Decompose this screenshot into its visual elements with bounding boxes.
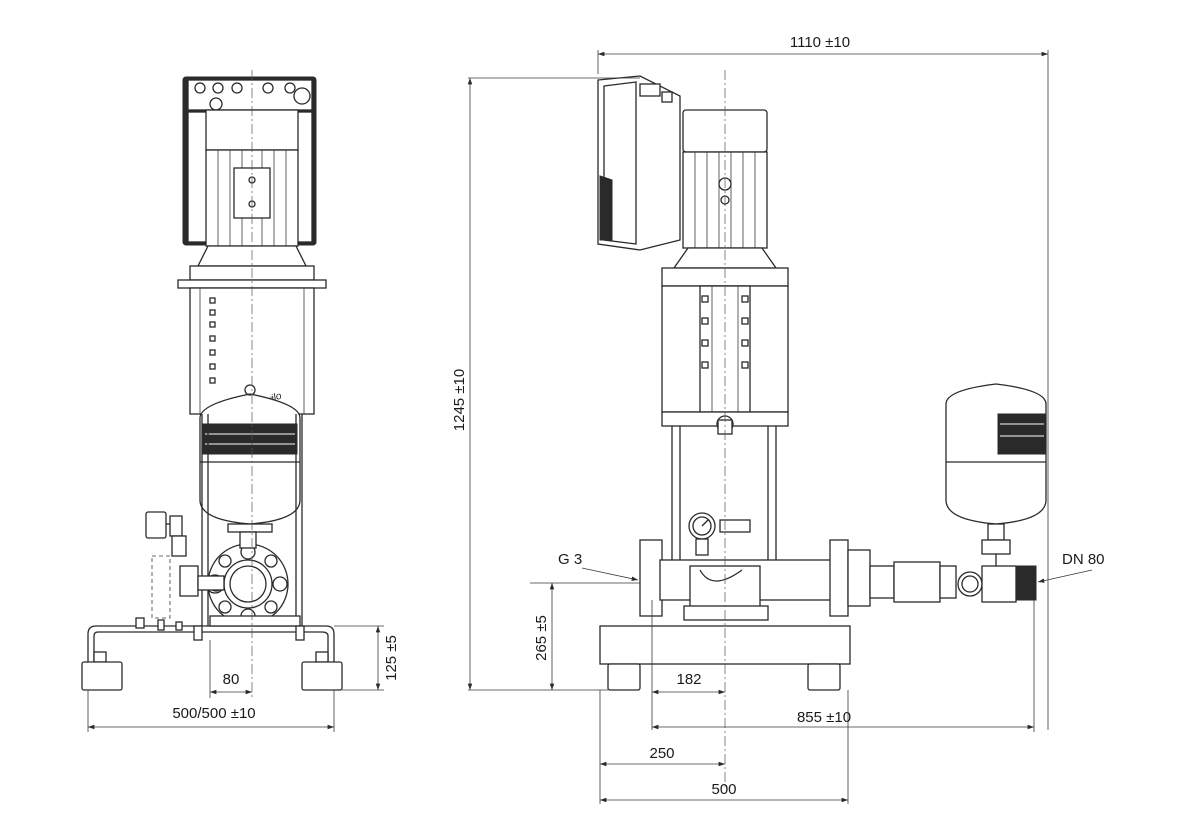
- control-box: [182, 76, 317, 247]
- pressure-gauge-front: [688, 512, 751, 556]
- housing-slots: [209, 297, 216, 384]
- side-view: wilo: [81, 70, 343, 698]
- dim-offset-250: 250: [649, 745, 674, 762]
- flange-side: [205, 531, 289, 625]
- dim-suction-height: 265 ±5: [533, 615, 550, 661]
- base-frame-side: [81, 615, 343, 691]
- pressure-gauge-side: [145, 511, 225, 597]
- front-view: [597, 70, 1047, 790]
- discharge-line: [869, 561, 1037, 603]
- dim-total-height: 1245 ±10: [451, 369, 468, 431]
- dimension-labels: 1110 ±10 1245 ±10 G 3 265 ±5 DN 80 125 ±…: [172, 34, 1104, 798]
- dim-base-width: 500: [711, 781, 736, 798]
- dim-discharge-connection: DN 80: [1062, 551, 1105, 568]
- dim-foot-height: 125 ±5: [383, 635, 400, 681]
- control-box-front: [597, 75, 681, 251]
- dimension-lines: [87, 50, 1093, 804]
- dim-offset-182: 182: [676, 671, 701, 688]
- dim-offset-80: 80: [223, 671, 240, 688]
- dim-base-depth: 500/500 ±10: [172, 705, 255, 722]
- dim-suction-connection: G 3: [558, 551, 582, 568]
- pressure-tank-front: [945, 383, 1047, 566]
- pressure-tank-side: [199, 384, 301, 533]
- dim-length-855: 855 ±10: [797, 709, 851, 726]
- pump-body-front: [639, 539, 871, 621]
- dim-total-width: 1110 ±10: [790, 34, 850, 51]
